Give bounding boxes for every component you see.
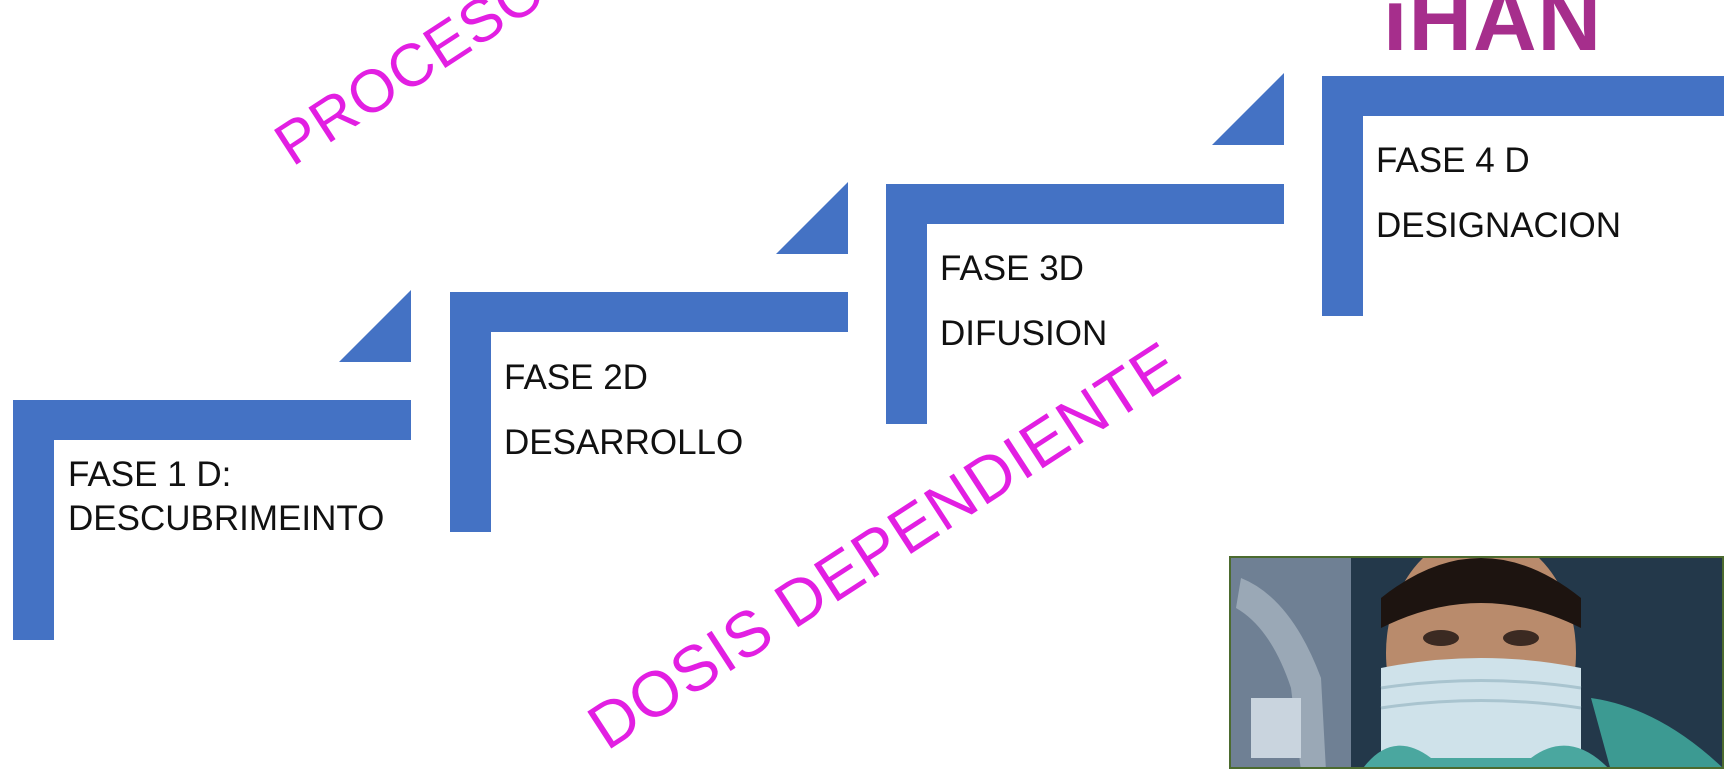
step-1-line2: DESCUBRIMEINTO xyxy=(68,498,385,538)
step-2-label: FASE 2D DESARROLLO xyxy=(504,346,743,476)
step-3-label: FASE 3D DIFUSION xyxy=(940,237,1107,367)
step-3-arrow-triangle xyxy=(1212,73,1284,145)
step-1-arrow-triangle xyxy=(339,290,411,362)
step-4-side-bar xyxy=(1322,76,1363,316)
proceso-annotation: PROCESO xyxy=(262,0,557,179)
step-2-line2: DESARROLLO xyxy=(504,422,744,462)
step-4-top-bar xyxy=(1322,76,1724,116)
ihan-logo: iHAN xyxy=(1383,0,1603,69)
step-4-label: FASE 4 D DESIGNACION xyxy=(1376,129,1621,259)
step-2-side-bar xyxy=(450,292,491,532)
step-1-top-bar xyxy=(13,400,411,440)
step-3-top-bar xyxy=(886,184,1284,224)
step-3-line2: DIFUSION xyxy=(940,313,1108,353)
step-2-line1: FASE 2D xyxy=(504,358,648,397)
step-2-arrow-triangle xyxy=(776,182,848,254)
step-1-label: FASE 1 D: DESCUBRIMEINTO xyxy=(68,453,384,541)
step-4-line1: FASE 4 D xyxy=(1376,141,1530,180)
step-4-line2: DESIGNACION xyxy=(1376,205,1622,245)
step-3-line1: FASE 3D xyxy=(940,249,1084,288)
masked-person-photo xyxy=(1229,556,1724,769)
step-2-top-bar xyxy=(450,292,848,332)
step-1-side-bar xyxy=(13,400,54,640)
step-3-side-bar xyxy=(886,184,927,424)
step-1-line1: FASE 1 D: xyxy=(68,455,232,494)
